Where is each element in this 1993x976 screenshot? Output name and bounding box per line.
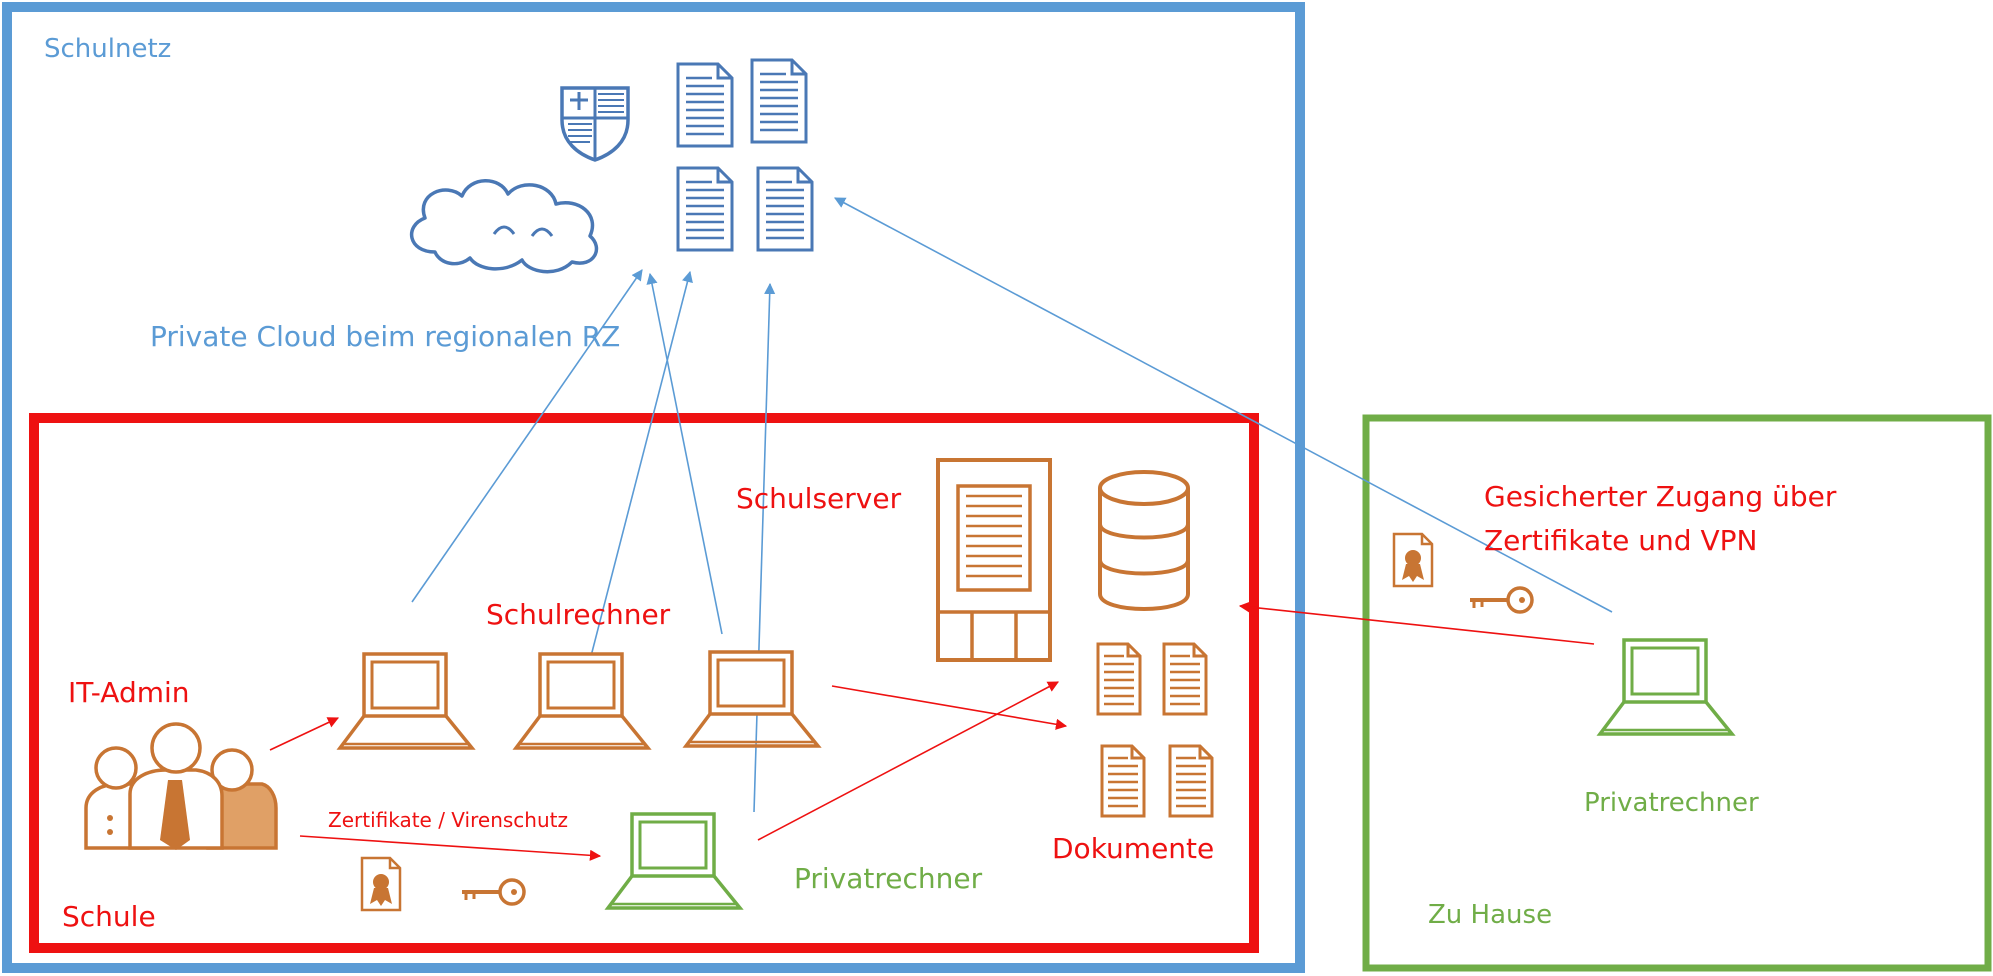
key-icon: [460, 878, 526, 906]
edge-privatrechner-server: [757, 681, 1059, 841]
document-icon: [756, 166, 814, 252]
schule-zone: [29, 413, 1259, 953]
laptop-icon: [1598, 638, 1734, 736]
database-icon: [1098, 470, 1190, 611]
schulnetz-label: Schulnetz: [44, 34, 172, 64]
gesicherter-zugang-line2: Zertifikate und VPN: [1484, 524, 1758, 557]
edge-home-schule: [1238, 601, 1595, 645]
document-icon: [1096, 642, 1142, 716]
privatrechner-home-label: Privatrechner: [1584, 788, 1759, 818]
zu-hause-zone: [1362, 414, 1992, 972]
privatrechner-schule-label: Privatrechner: [794, 862, 983, 895]
laptop-icon: [684, 650, 820, 748]
people-icon: [84, 722, 278, 850]
shield-icon: [560, 86, 630, 162]
edge-admin-schulrechner: [269, 717, 340, 751]
laptop-icon: [514, 652, 650, 750]
edge-schulrechner3-cloud: [646, 272, 723, 635]
edge-home-cloud: [834, 197, 1613, 613]
private-cloud-label: Private Cloud beim regionalen RZ: [150, 320, 621, 353]
document-icon: [1168, 744, 1214, 818]
laptop-icon: [338, 652, 474, 750]
edge-admin-privatrechner: [299, 835, 602, 861]
zertifikate-virenschutz-label: Zertifikate / Virenschutz: [328, 808, 568, 832]
school-connections: [269, 601, 1595, 861]
document-icon: [750, 58, 808, 144]
document-icon: [1162, 642, 1208, 716]
key-icon: [1468, 586, 1534, 614]
edge-privatrechner-cloud: [753, 282, 776, 813]
schulnetz-zone: [2, 2, 1305, 973]
dokumente-label: Dokumente: [1052, 832, 1215, 865]
schulserver-label: Schulserver: [736, 482, 902, 515]
it-admin-label: IT-Admin: [68, 676, 190, 709]
document-icon: [1100, 744, 1146, 818]
gesicherter-zugang-line1: Gesicherter Zugang über: [1484, 480, 1837, 513]
edge-schulrechner1-cloud: [411, 269, 643, 603]
edge-schulrechner-dokumente: [831, 685, 1068, 730]
edge-schulrechner2-cloud: [589, 270, 693, 661]
schule-label: Schule: [62, 900, 156, 933]
document-icon: [676, 166, 734, 252]
document-icon: [676, 62, 734, 148]
certificate-icon: [360, 856, 402, 912]
laptop-icon: [606, 812, 742, 910]
zu-hause-label: Zu Hause: [1428, 900, 1553, 930]
server-icon: [936, 458, 1052, 662]
cloud-connections: [411, 197, 1613, 813]
schulrechner-label: Schulrechner: [486, 598, 671, 631]
certificate-icon: [1392, 532, 1434, 588]
